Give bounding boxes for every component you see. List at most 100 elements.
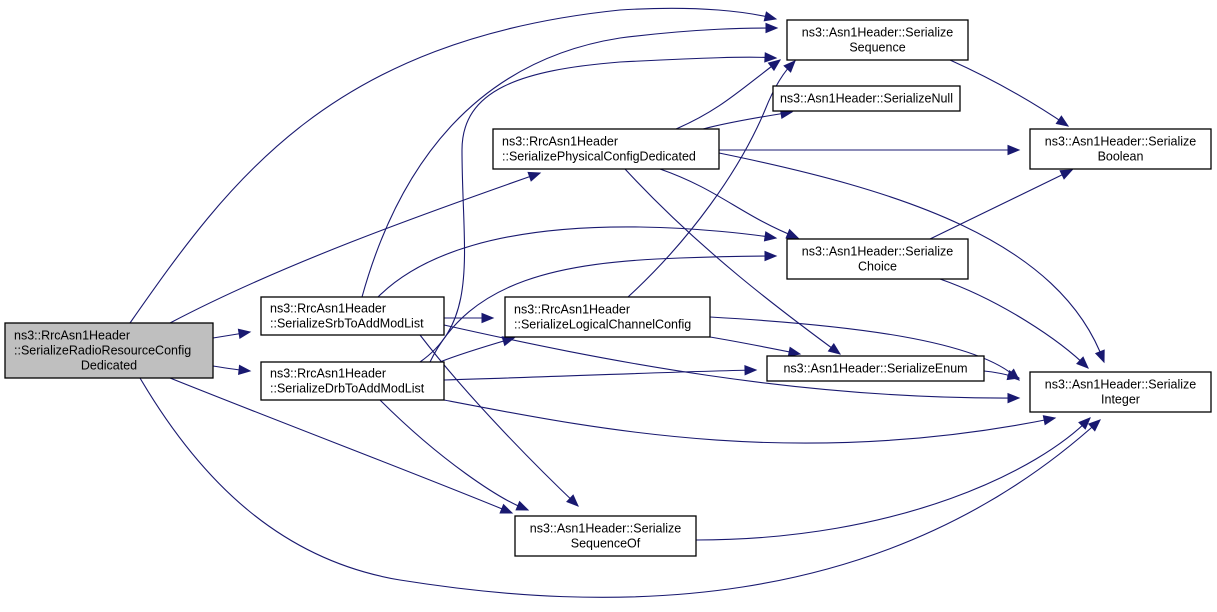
edge-line	[429, 255, 777, 363]
arrowhead-icon	[767, 59, 782, 72]
node-enum[interactable]: ns3::Asn1Header::SerializeEnum	[766, 355, 985, 382]
edge-choice-to-int	[939, 278, 1089, 369]
node-label-line: SequenceOf	[571, 537, 641, 551]
node-label-line: ::SerializePhysicalConfigDedicated	[502, 150, 696, 164]
node-box	[772, 85, 961, 112]
arrowhead-icon	[764, 250, 778, 262]
edge-drb-to-seq	[419, 52, 778, 363]
node-label-line: ns3::Asn1Header::SerializeNull	[780, 92, 953, 106]
edge-enum-to-int	[983, 369, 1021, 381]
arrowhead-icon	[1007, 144, 1021, 156]
node-label-line: ns3::Asn1Header::Serialize	[1045, 135, 1197, 149]
edge-line	[702, 111, 793, 130]
node-label-line: Sequence	[849, 41, 905, 55]
edge-line	[695, 417, 1091, 541]
edge-line	[949, 59, 1069, 127]
edge-line	[659, 168, 799, 239]
edge-choice-to-bool	[929, 169, 1074, 240]
node-box	[504, 296, 711, 338]
arrowhead-icon	[238, 364, 252, 376]
arrowhead-icon	[237, 328, 252, 340]
nodes-layer: ns3::RrcAsn1Header::SerializeRadioResour…	[4, 19, 1212, 557]
edge-srb-to-seqof	[419, 334, 579, 507]
node-logch[interactable]: ns3::RrcAsn1Header::SerializeLogicalChan…	[504, 296, 711, 338]
edge-drb-to-logch	[439, 336, 516, 363]
edge-logch-to-seq	[627, 60, 796, 298]
edge-srb-to-seq	[361, 22, 779, 298]
edge-phys-to-bool	[718, 144, 1021, 156]
node-root: ns3::RrcAsn1Header::SerializeRadioResour…	[4, 322, 214, 379]
edge-line	[169, 377, 513, 514]
edge-line	[439, 337, 515, 363]
node-box	[786, 238, 969, 280]
edge-root-to-int	[139, 377, 1101, 598]
edge-phys-to-choice	[659, 168, 800, 239]
node-label-line: ::SerializeDrbToAddModList	[270, 382, 425, 396]
arrowhead-icon	[827, 342, 842, 355]
arrowhead-icon	[501, 336, 516, 347]
node-label-line: ::SerializeSrbToAddModList	[270, 317, 424, 331]
edge-drb-to-seqof	[379, 399, 530, 511]
edge-line	[627, 60, 796, 298]
arrowhead-icon	[1078, 417, 1091, 430]
node-label-line: ::SerializeRadioResourceConfig	[14, 344, 191, 358]
edge-line	[939, 278, 1089, 369]
edge-line	[379, 399, 529, 511]
edge-line	[709, 316, 1020, 381]
node-box	[766, 355, 985, 382]
edge-root-to-phys	[169, 171, 542, 324]
edge-line	[718, 152, 1105, 363]
arrowhead-icon	[744, 365, 758, 376]
edge-phys-to-int	[718, 152, 1105, 364]
edges-layer	[129, 7, 1105, 598]
node-label-line: ns3::Asn1Header::Serialize	[530, 522, 682, 536]
edge-root-to-srb	[212, 328, 252, 340]
node-box	[1029, 371, 1212, 413]
edge-drb-to-choice	[429, 250, 778, 363]
edge-drb-to-enum	[443, 365, 758, 381]
arrowhead-icon	[1042, 415, 1057, 426]
node-label-line: ns3::RrcAsn1Header	[502, 135, 618, 149]
node-box	[4, 322, 214, 379]
arrowhead-icon	[1007, 392, 1021, 404]
edge-phys-to-seq	[675, 59, 782, 130]
edge-srb-to-logch	[444, 312, 495, 324]
arrowhead-icon	[764, 52, 778, 63]
edge-drb-to-int	[443, 399, 1057, 444]
arrowhead-icon	[1006, 369, 1021, 381]
edge-srb-to-choice	[377, 226, 778, 298]
node-label-line: ns3::Asn1Header::Serialize	[1045, 378, 1197, 392]
edge-logch-to-enum	[709, 336, 802, 357]
arrowhead-icon	[566, 494, 579, 507]
arrowhead-icon	[1055, 115, 1070, 127]
node-label-line: ns3::Asn1Header::Serialize	[802, 26, 954, 40]
node-box	[786, 19, 969, 61]
node-label-line: ns3::Asn1Header::Serialize	[802, 245, 954, 259]
node-srb[interactable]: ns3::RrcAsn1Header::SerializeSrbToAddMod…	[260, 296, 445, 336]
arrowhead-icon	[515, 500, 530, 511]
node-box	[260, 361, 445, 401]
node-label-line: Boolean	[1098, 150, 1144, 164]
edge-line	[377, 226, 777, 298]
node-phys[interactable]: ns3::RrcAsn1Header::SerializePhysicalCon…	[492, 128, 720, 170]
arrowhead-icon	[1087, 419, 1101, 432]
node-drb[interactable]: ns3::RrcAsn1Header::SerializeDrbToAddMod…	[260, 361, 445, 401]
edge-line	[361, 27, 778, 298]
edge-line	[443, 399, 1056, 444]
edge-line	[169, 172, 541, 324]
edge-seqof-to-int	[695, 417, 1091, 541]
edge-line	[709, 336, 801, 355]
edge-root-to-seq	[129, 7, 778, 324]
node-null[interactable]: ns3::Asn1Header::SerializeNull	[772, 85, 961, 112]
edge-line	[129, 7, 777, 324]
node-label-line: ns3::Asn1Header::SerializeEnum	[783, 362, 967, 376]
edge-line	[929, 169, 1073, 240]
arrowhead-icon	[499, 503, 514, 514]
edge-line	[419, 56, 777, 363]
node-box	[514, 515, 697, 557]
